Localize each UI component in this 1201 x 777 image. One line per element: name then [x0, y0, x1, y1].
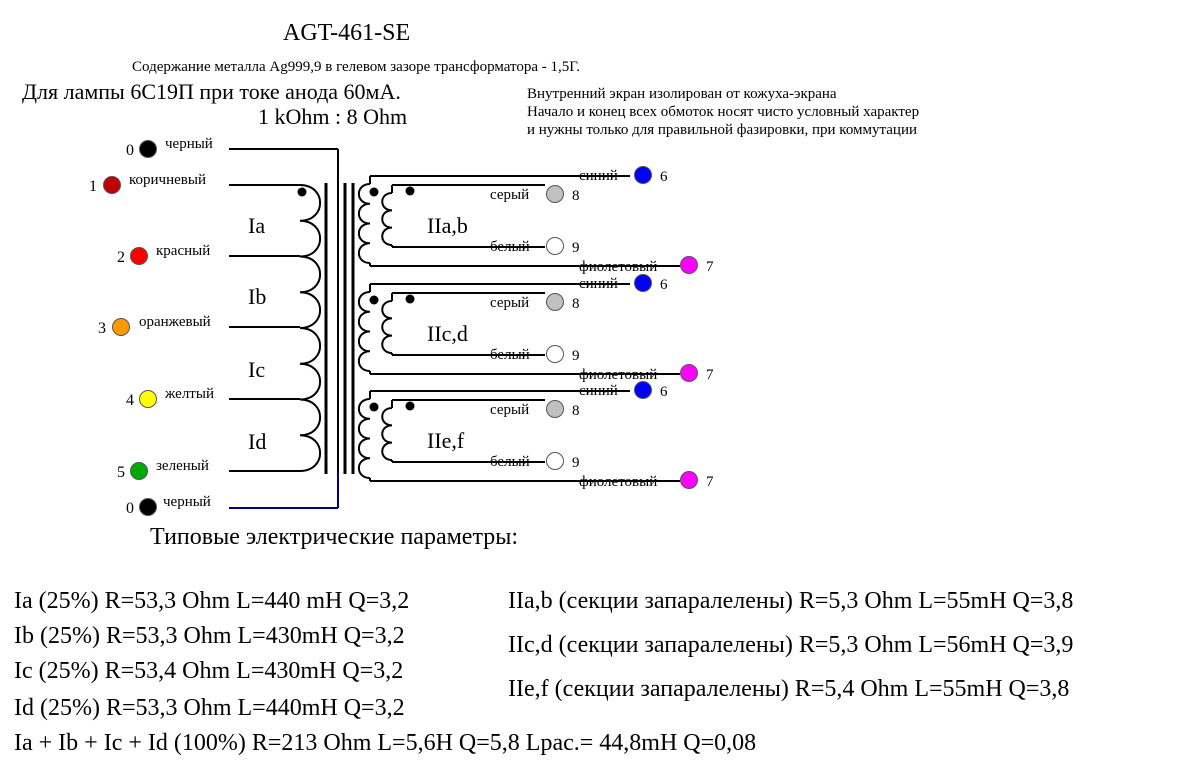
- primary-tap-dot: [130, 462, 148, 480]
- param-iicd: IIc,d (секции запаралелены) R=5,3 Ohm L=…: [508, 632, 1074, 658]
- primary-tap-number: 3: [98, 320, 106, 337]
- secondary-lead-label: фиолетовый: [579, 259, 657, 275]
- param-total: Ia + Ib + Ic + Id (100%) R=213 Ohm L=5,6…: [14, 730, 757, 756]
- secondary-lead-dot: [634, 381, 652, 399]
- secondary-group-label: IIc,d: [427, 321, 468, 346]
- note-3: и нужны только для правильной фазировки,…: [527, 122, 918, 138]
- note-1: Внутренний экран изолирован от кожуха-эк…: [527, 86, 837, 102]
- page-title: AGT-461-SE: [283, 20, 411, 46]
- secondary-lead-label: белый: [490, 347, 530, 363]
- secondary-outer-coil: [357, 291, 371, 372]
- secondary-lead-label: фиолетовый: [579, 474, 657, 490]
- impedance-ratio: 1 kOhm : 8 Ohm: [258, 104, 408, 129]
- secondary-inner-phase-dot: [405, 401, 415, 411]
- secondary-lead-number: 7: [706, 259, 714, 275]
- lamp-info: Для лампы 6С19П при токе анода 60мА.: [22, 79, 401, 104]
- param-iief: IIe,f (секции запаралелены) R=5,4 Ohm L=…: [508, 676, 1070, 702]
- secondary-lead-label: серый: [490, 187, 529, 203]
- secondary-inner-coil: [381, 300, 393, 354]
- primary-tap-dot: [139, 498, 157, 516]
- secondary-outer-phase-dot: [369, 295, 379, 305]
- secondary-lead-label: серый: [490, 295, 529, 311]
- subtitle: Содержание металла Ag999,9 в гелевом заз…: [132, 59, 580, 75]
- secondary-lead-number: 8: [572, 188, 580, 204]
- secondary-lead-number: 9: [572, 455, 580, 471]
- secondary-lead-number: 6: [660, 384, 668, 400]
- param-ic: Ic (25%) R=53,4 Ohm L=430mH Q=3,2: [14, 658, 404, 684]
- primary-tap-label: черный: [163, 494, 211, 510]
- primary-tap-label: зеленый: [156, 458, 209, 474]
- secondary-lead-number: 7: [706, 474, 714, 490]
- param-ib: Ib (25%) R=53,3 Ohm L=430mH Q=3,2: [14, 623, 405, 649]
- params-title: Типовые электрические параметры:: [150, 524, 519, 550]
- primary-tap-dot: [112, 318, 130, 336]
- param-id: Id (25%) R=53,3 Ohm L=440mH Q=3,2: [14, 695, 405, 721]
- secondary-lead-number: 8: [572, 403, 580, 419]
- primary-tap-dot: [103, 176, 121, 194]
- secondary-lead-dot: [546, 185, 564, 203]
- secondary-inner-phase-dot: [405, 294, 415, 304]
- secondary-lead-number: 9: [572, 240, 580, 256]
- primary-tap-label: черный: [165, 136, 213, 152]
- primary-tap-label: желтый: [164, 386, 214, 402]
- primary-tap-number: 0: [126, 500, 134, 517]
- secondary-lead-dot: [680, 256, 698, 274]
- secondary-inner-phase-dot: [405, 186, 415, 196]
- primary-section-label: Id: [248, 429, 266, 454]
- secondary-lead-dot: [546, 237, 564, 255]
- secondary-lead-label: белый: [490, 239, 530, 255]
- secondary-lead-dot: [546, 293, 564, 311]
- secondary-lead-label: серый: [490, 402, 529, 418]
- secondary-outer-coil: [357, 183, 371, 264]
- secondary-outer-phase-dot: [369, 187, 379, 197]
- secondary-lead-number: 9: [572, 348, 580, 364]
- secondary-lead-number: 6: [660, 277, 668, 293]
- secondary-lead-label: синий: [579, 383, 618, 399]
- secondary-lead-dot: [634, 166, 652, 184]
- secondary-lead-dot: [546, 345, 564, 363]
- secondary-lead-label: фиолетовый: [579, 367, 657, 383]
- primary-section-label: Ia: [248, 213, 265, 238]
- primary-tap-dot: [139, 140, 157, 158]
- secondary-lead-dot: [680, 471, 698, 489]
- primary-tap-dot: [130, 247, 148, 265]
- secondary-inner-coil: [381, 192, 393, 246]
- primary-section-label: Ib: [248, 284, 266, 309]
- param-iiab: IIa,b (секции запаралелены) R=5,3 Ohm L=…: [508, 588, 1074, 614]
- secondary-lead-number: 7: [706, 367, 714, 383]
- secondary-lead-label: белый: [490, 454, 530, 470]
- param-ia: Ia (25%) R=53,3 Ohm L=440 mH Q=3,2: [14, 588, 410, 614]
- primary-tap-label: коричневый: [129, 172, 206, 188]
- primary-tap-number: 1: [89, 178, 97, 195]
- primary-coil: [299, 184, 322, 472]
- secondary-inner-coil: [381, 407, 393, 461]
- secondary-lead-dot: [546, 400, 564, 418]
- secondary-group-label: IIa,b: [427, 213, 468, 238]
- secondary-lead-number: 8: [572, 296, 580, 312]
- secondary-lead-dot: [634, 274, 652, 292]
- primary-tap-dot: [139, 390, 157, 408]
- secondary-lead-label: синий: [579, 168, 618, 184]
- secondary-outer-phase-dot: [369, 402, 379, 412]
- note-2: Начало и конец всех обмоток носят чисто …: [527, 104, 920, 120]
- primary-tap-number: 2: [117, 249, 125, 266]
- primary-tap-label: красный: [156, 243, 210, 259]
- primary-tap-number: 5: [117, 464, 125, 481]
- primary-tap-label: оранжевый: [139, 314, 211, 330]
- secondary-lead-label: синий: [579, 276, 618, 292]
- primary-tap-number: 4: [126, 392, 134, 409]
- secondary-lead-dot: [546, 452, 564, 470]
- primary-phase-dot: [297, 187, 307, 197]
- secondary-lead-dot: [680, 364, 698, 382]
- secondary-outer-coil: [357, 398, 371, 479]
- primary-tap-number: 0: [126, 142, 134, 159]
- secondary-lead-number: 6: [660, 169, 668, 185]
- secondary-group-label: IIe,f: [427, 428, 465, 453]
- primary-section-label: Ic: [248, 357, 265, 382]
